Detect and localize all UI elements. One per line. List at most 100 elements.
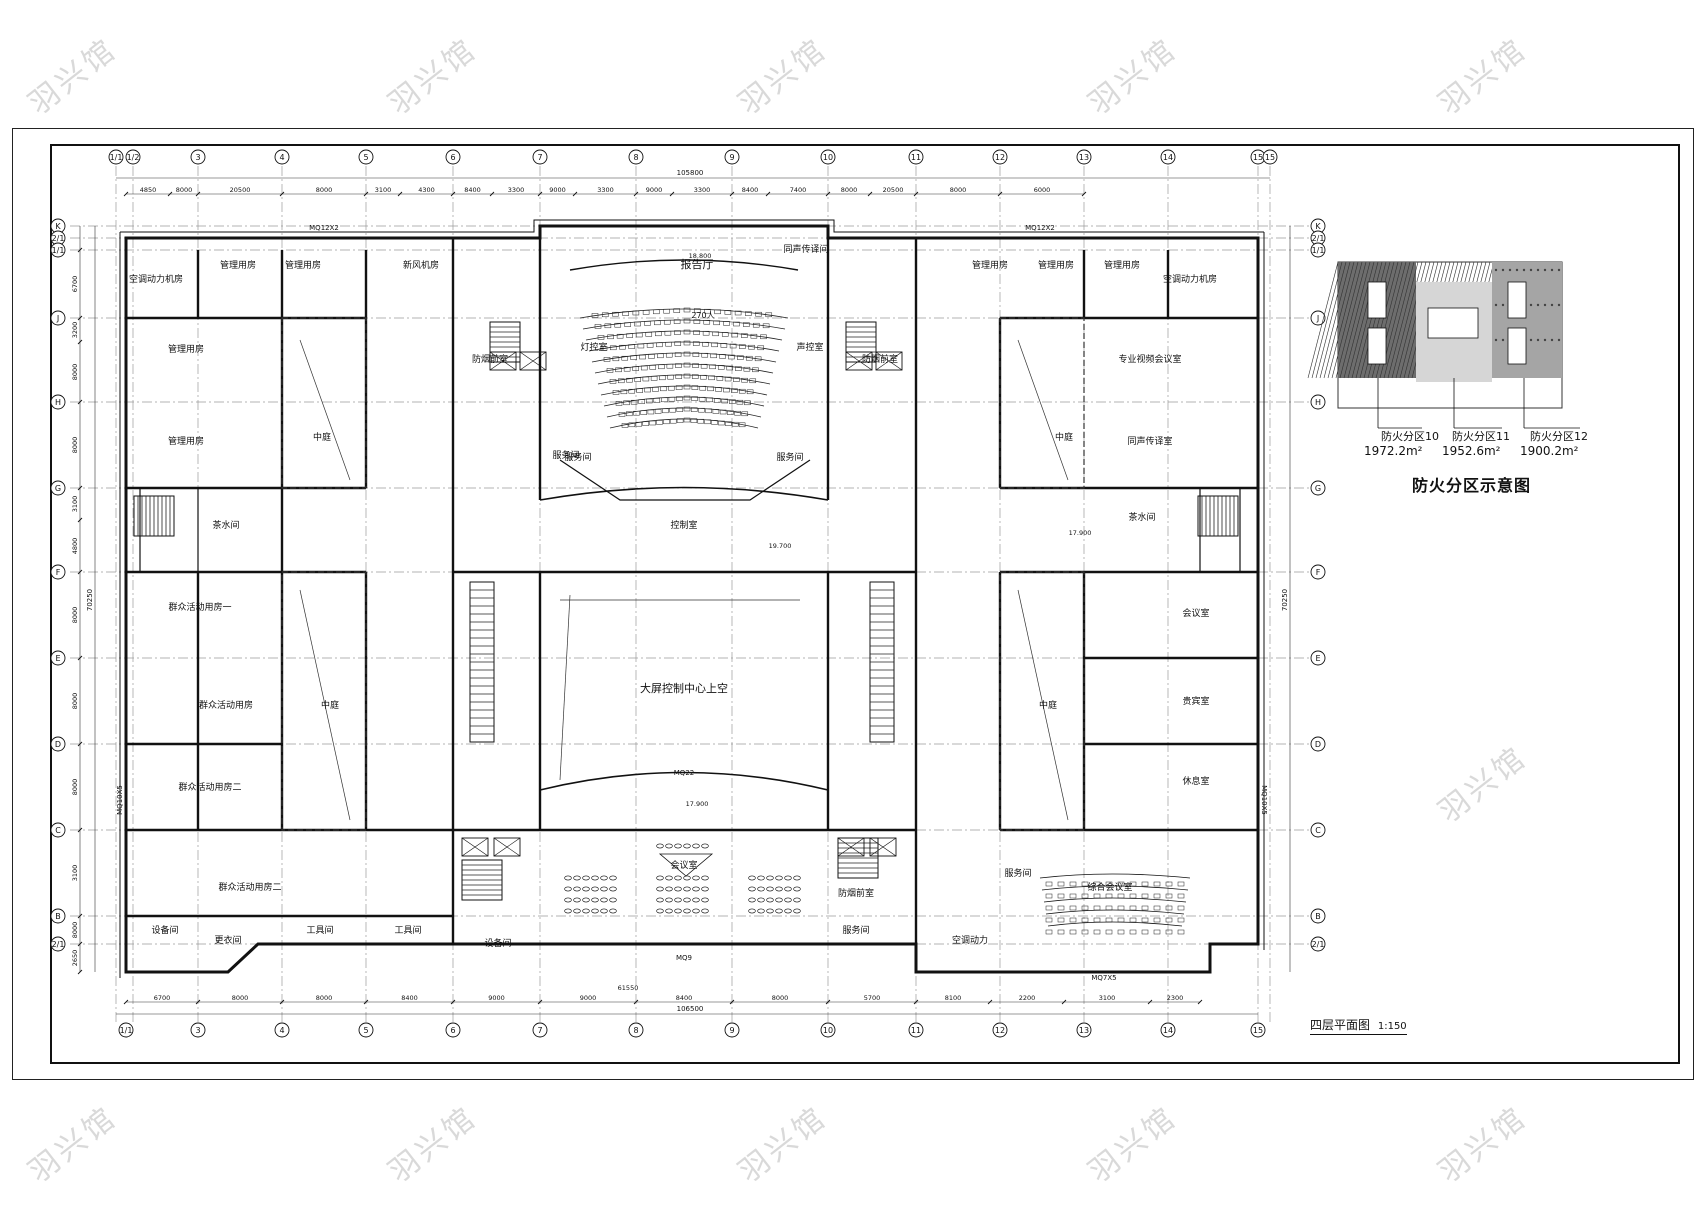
axis-bubble: [908, 149, 924, 165]
chair: [701, 843, 709, 849]
seat: [683, 329, 691, 335]
dot: [1557, 268, 1561, 272]
seat: [733, 321, 740, 327]
seat: [649, 365, 657, 370]
dot: [1494, 268, 1498, 272]
dim-tick: [363, 999, 369, 1005]
dot: [1501, 303, 1505, 307]
chair: [600, 897, 608, 903]
hatch: [1383, 261, 1415, 379]
axis-bubble: [50, 650, 66, 666]
dim-tick: [195, 999, 201, 1005]
axis-bubble: [50, 936, 66, 952]
seat: [649, 420, 656, 426]
seat: [1105, 917, 1113, 923]
fire-zone-legend: [1307, 261, 1580, 429]
chair: [683, 908, 691, 914]
chair: [665, 886, 673, 892]
wall-tag: MQ9: [676, 954, 692, 962]
wall-tag: MQ12X2: [309, 224, 339, 232]
chair: [656, 875, 664, 881]
dim-label: 6700: [154, 994, 171, 1002]
dim-tick: [987, 999, 993, 1005]
axis-label: 12: [995, 1026, 1005, 1035]
seat: [1165, 881, 1173, 887]
seat: [656, 420, 663, 425]
seat: [724, 376, 732, 382]
axis-bubble: [1076, 1022, 1092, 1038]
axis-label: 13: [1079, 1026, 1089, 1035]
chair: [692, 897, 700, 903]
seat: [669, 418, 677, 424]
seat: [765, 312, 773, 318]
seat: [1117, 893, 1125, 899]
room-label: 工具间: [306, 924, 333, 936]
seat: [725, 421, 732, 426]
dot: [1522, 268, 1526, 272]
seat: [693, 319, 701, 324]
hatch: [1323, 261, 1355, 379]
chair: [564, 897, 572, 903]
seat: [741, 333, 748, 338]
seat: [711, 342, 718, 348]
axis-label: J: [56, 314, 59, 323]
axis-label: 1/1: [1312, 246, 1325, 255]
axis-bubble: [992, 1022, 1008, 1038]
seat: [1057, 917, 1065, 923]
seat: [663, 319, 671, 325]
axis-bubble: [445, 1022, 461, 1038]
seat: [1141, 881, 1149, 887]
axis-label: K: [55, 222, 61, 231]
dim-label: 4800: [71, 538, 79, 555]
elevator-cross: [875, 351, 903, 371]
seat: [1045, 929, 1053, 935]
seat: [745, 355, 753, 361]
seat: [733, 377, 740, 382]
wall-tag: MQ12X2: [1025, 224, 1055, 232]
legend-room: [1367, 281, 1387, 319]
dim-tick: [77, 741, 83, 747]
seat: [693, 308, 701, 313]
seat: [666, 363, 674, 369]
axis-bubble: [190, 1022, 206, 1038]
atrium-outline: [999, 571, 1085, 831]
dim-label: 2300: [1167, 994, 1184, 1002]
room-label: 茶水间: [212, 519, 239, 531]
seat: [676, 418, 684, 423]
seat: [612, 311, 619, 317]
axis-label: 2/1: [1312, 940, 1325, 949]
seat: [591, 313, 599, 318]
room-label: 服务间: [1004, 867, 1031, 879]
dim-label: 3100: [71, 496, 79, 513]
seat: [635, 421, 643, 427]
dim-total-label: 70250: [86, 589, 94, 611]
axis-label: 15: [1253, 1026, 1263, 1035]
axis-bubble: [50, 480, 66, 496]
seat: [1081, 917, 1089, 923]
axis-bubble: [1310, 564, 1326, 580]
chair: [573, 875, 581, 881]
chair: [683, 875, 691, 881]
dim-label: 20500: [230, 186, 251, 194]
dim-label: 4850: [140, 186, 157, 194]
room-label: 中庭: [1055, 431, 1073, 443]
axis-bubble: [118, 1022, 134, 1038]
chair: [665, 843, 673, 849]
seat: [664, 330, 672, 336]
chair: [683, 843, 691, 849]
seat: [1177, 881, 1185, 887]
seat: [691, 374, 699, 379]
seat: [727, 410, 734, 415]
seat: [675, 385, 683, 390]
seat: [1129, 905, 1137, 911]
chair: [591, 875, 599, 881]
dim-label: 8400: [401, 994, 418, 1002]
dim-tick: [913, 999, 919, 1005]
elevator: [845, 351, 873, 371]
dim-tick: [537, 191, 543, 197]
dim-label: 8000: [71, 693, 79, 710]
axis-bubble: [125, 149, 141, 165]
seat: [729, 343, 737, 349]
axis-bubble: [50, 736, 66, 752]
